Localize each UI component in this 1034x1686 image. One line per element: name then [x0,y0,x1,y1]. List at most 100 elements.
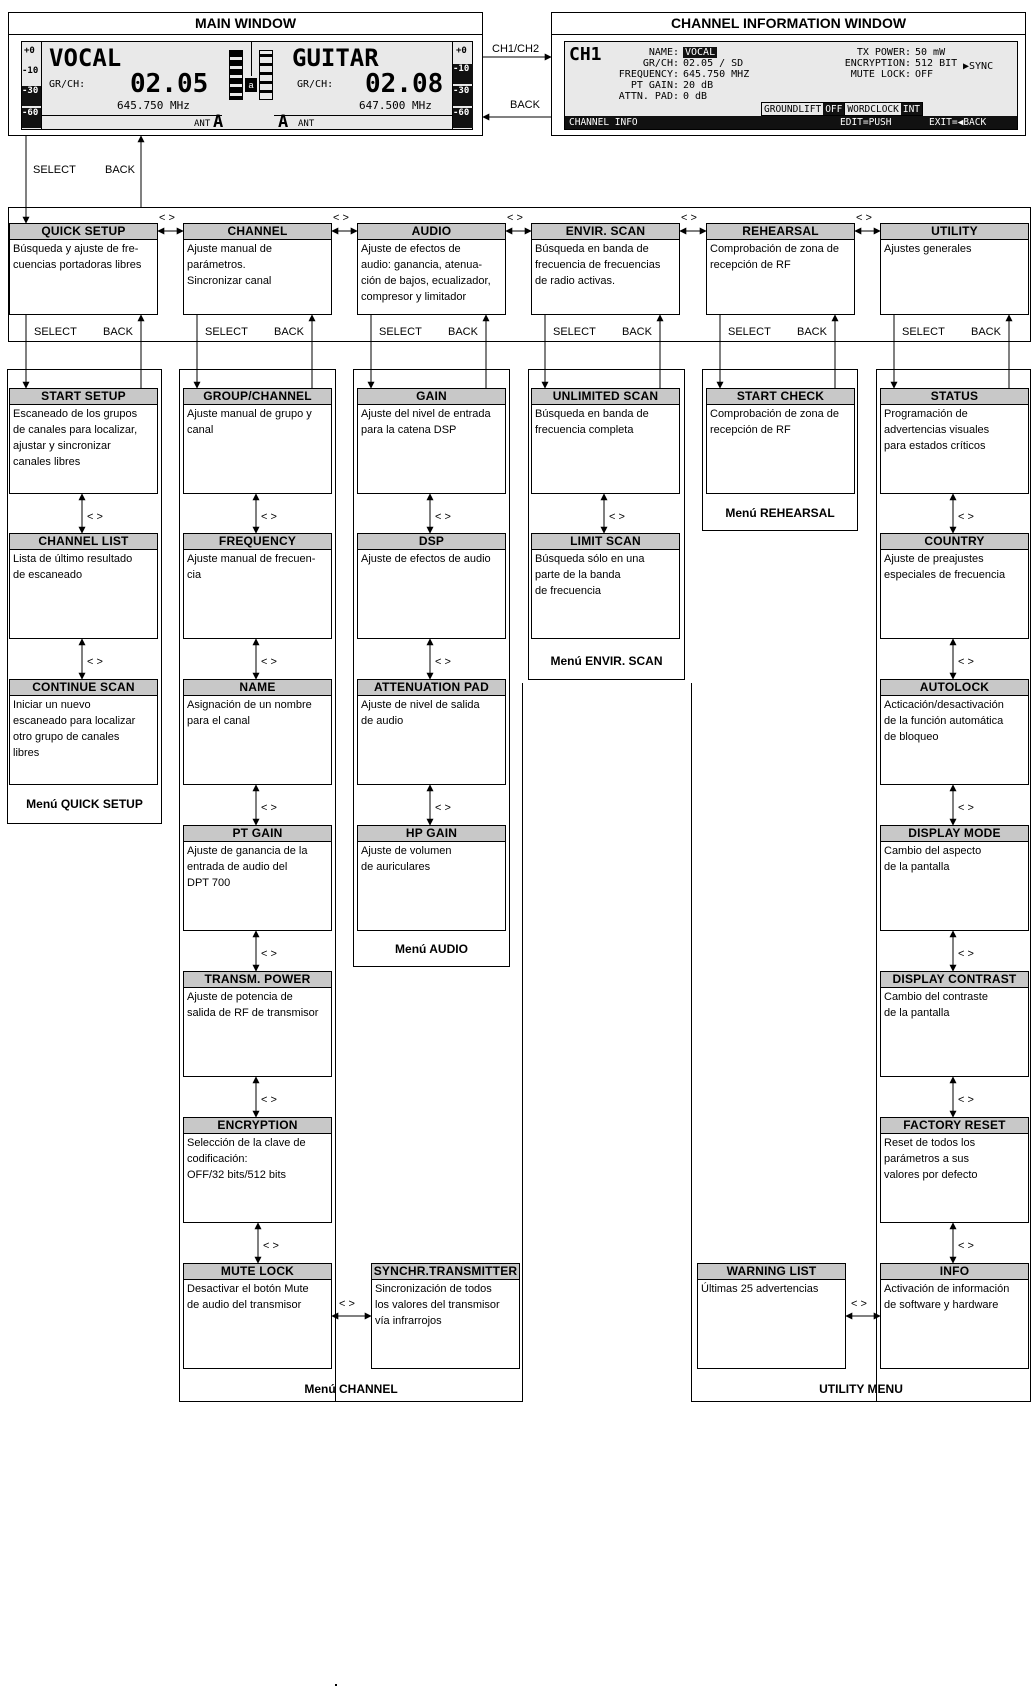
main-window: MAIN WINDOW +0 -10 -30 -60 VOCAL GR/CH: … [8,12,483,136]
left-right-nav-label: < > [87,656,103,668]
description-line: frecuencia completa [535,424,634,436]
menu-description: Ajustes generales [881,240,1028,258]
left-right-nav-label: < > [958,511,974,523]
left-right-nav-label: < > [261,511,277,523]
menu-title: GROUP/CHANNEL [184,389,331,405]
menu-title: DISPLAY CONTRAST [881,972,1028,988]
scale-label: -60 [453,108,473,128]
description-line: Asignación de un nombre [187,699,312,711]
center-lines [251,42,252,76]
flow-connectors [22,53,1013,1320]
menu-title: CONTINUE SCAN [10,680,157,696]
description-line: recepción de RF [710,424,791,436]
description-line: Ajuste de efectos de audio [361,553,491,565]
scale-label: +0 [24,46,35,56]
left-right-nav-label: < > [339,1298,355,1310]
description-line: Ajuste manual de grupo y [187,408,312,420]
main-window-display: +0 -10 -30 -60 VOCAL GR/CH: 02.05 645.75… [21,41,473,132]
description-line: Búsqueda en banda de [535,243,649,255]
menu-title: START CHECK [707,389,854,405]
audio-footer: Menú AUDIO [395,942,468,956]
left-right-nav-label: < > [958,656,974,668]
back-label: BACK [103,326,133,338]
menu-title: FREQUENCY [184,534,331,550]
description-line: DPT 700 [187,877,231,889]
groundlift-wordclock-row: GROUNDLIFT OFF WORDCLOCK INT [761,102,924,116]
wordclock-label: WORDCLOCK [844,103,900,115]
groundlift-value: OFF [823,103,845,115]
left-right-nav-label: < > [435,656,451,668]
right-battery-icon [259,50,273,100]
menu-title: AUTOLOCK [881,680,1028,696]
select-label: SELECT [205,326,248,338]
audio_menu-item-2[interactable]: ATTENUATION PAD Ajuste de nivel de salida… [357,679,506,785]
description-line: de escaneado [13,569,83,581]
description-line: audio: ganancia, atenua- [361,259,483,271]
right-ant-label: ANT [298,119,315,129]
left-right-nav-label: < > [958,1240,974,1252]
left-right-nav-label: < > [958,948,974,960]
menu-description: Ajuste del nivel de entrada para la caten… [358,405,505,439]
scale-label: -10 [22,66,39,76]
sync-indicator[interactable]: ▶SYNC [963,61,994,72]
menu-title: TRANSM. POWER [184,972,331,988]
field-value: OFF [915,69,934,80]
menu-title: QUICK SETUP [10,224,157,240]
left-right-nav-label: < > [435,511,451,523]
back-label: BACK [622,326,652,338]
main-window-title: MAIN WINDOW [9,13,482,35]
menu-title: ATTENUATION PAD [358,680,505,696]
menu-title: MUTE LOCK [184,1264,331,1280]
left-right-nav-label: < > [333,212,349,224]
description-line: para la catena DSP [361,424,457,436]
right-channel-name: GUITAR [292,44,379,72]
back-label: BACK [448,326,478,338]
rehearsal-footer: Menú REHEARSAL [725,506,835,520]
field-value: VOCAL [683,47,718,58]
left-level-scale: +0 -10 -30 -60 [22,42,42,129]
description-line: parámetros. [187,259,246,271]
description-line: Ajuste de nivel de salida [361,699,480,711]
menu-description: Ajuste manual de frecuen-cia [184,550,331,584]
description-line: parte de la banda [535,569,621,581]
description-line: Ajuste del nivel de entrada [361,408,491,420]
